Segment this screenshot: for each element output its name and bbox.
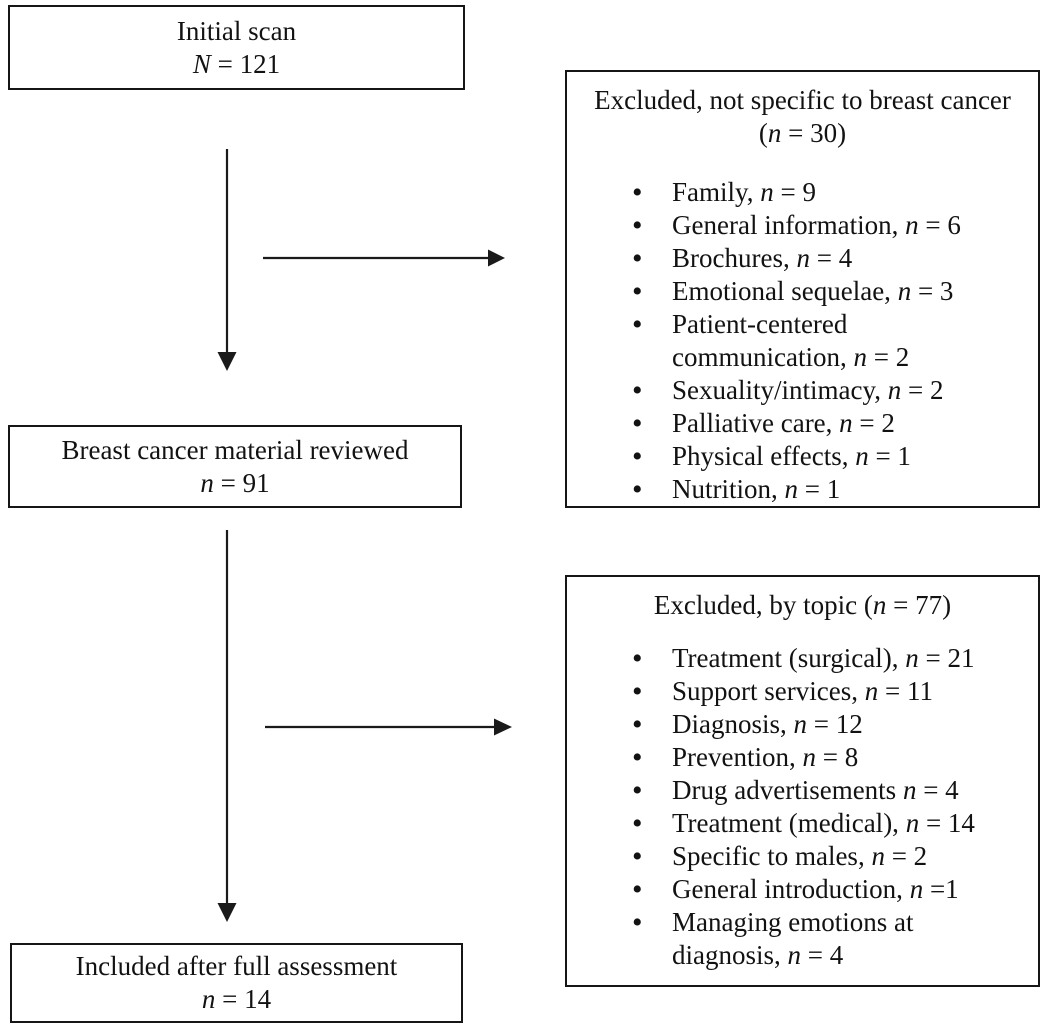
included-after-assessment-box: Included after full assessment n = 14 — [10, 943, 463, 1023]
bullet-icon: • — [632, 807, 643, 840]
list-item: •Nutrition, n = 1 — [632, 473, 841, 506]
material-reviewed-box: Breast cancer material reviewed n = 91 — [8, 425, 462, 508]
bullet-icon: • — [632, 407, 643, 440]
list-item: •Sexuality/intimacy, n = 2 — [632, 374, 944, 407]
bullet-icon: • — [632, 176, 643, 209]
bullet-icon: • — [632, 642, 643, 675]
count-value: = 14 — [215, 984, 272, 1014]
arrow-initial-to-reviewed — [217, 149, 237, 371]
exclusion-box-title: Excluded, by topic (n = 77) — [577, 589, 1028, 622]
list-item: •General information, n = 6 — [632, 209, 961, 242]
bullet-icon: • — [632, 774, 643, 807]
count-variable: n — [200, 467, 214, 498]
list-item: •Patient-centered communication, n = 2 — [632, 308, 910, 372]
list-item: •Managing emotions at diagnosis, n = 4 — [632, 906, 914, 970]
exclusion-list: •Family, n = 9 •General information, n =… — [632, 176, 1028, 506]
list-item: •Emotional sequelae, n = 3 — [632, 275, 954, 308]
list-item: •Palliative care, n = 2 — [632, 407, 895, 440]
list-item: •General introduction, n =1 — [632, 873, 959, 906]
box-title: Initial scan — [176, 15, 297, 46]
list-item: •Family, n = 9 — [632, 176, 816, 209]
excluded-not-specific-box: Excluded, not specific to breast cancer … — [565, 70, 1040, 508]
excluded-by-topic-box: Excluded, by topic (n = 77) •Treatment (… — [565, 575, 1040, 987]
title-line-2: (n = 30) — [758, 118, 847, 148]
list-item: •Support services, n = 11 — [632, 675, 933, 708]
bullet-icon: • — [632, 873, 643, 906]
count-value: = 91 — [213, 467, 270, 498]
bullet-icon: • — [632, 242, 643, 275]
bullet-icon: • — [632, 708, 643, 741]
list-item: •Physical effects, n = 1 — [632, 440, 911, 473]
arrow-to-excluded-by-topic — [265, 718, 512, 736]
initial-scan-box: Initial scan N = 121 — [8, 5, 465, 90]
bullet-icon: • — [632, 840, 643, 873]
list-item: •Treatment (medical), n = 14 — [632, 807, 975, 840]
list-item: •Diagnosis, n = 12 — [632, 708, 863, 741]
arrow-to-excluded-not-specific — [263, 249, 505, 267]
bullet-icon: • — [632, 440, 643, 473]
exclusion-list: •Treatment (surgical), n = 21 •Support s… — [632, 642, 1028, 972]
list-item: •Drug advertisements n = 4 — [632, 774, 959, 807]
bullet-icon: • — [632, 308, 643, 341]
box-title: Breast cancer material reviewed — [61, 434, 409, 465]
bullet-icon: • — [632, 741, 643, 774]
count-variable: n — [201, 984, 216, 1014]
box-count: n = 14 — [202, 983, 271, 1016]
list-item: •Specific to males, n = 2 — [632, 840, 928, 873]
bullet-icon: • — [632, 209, 643, 242]
arrow-reviewed-to-included — [217, 530, 237, 922]
bullet-icon: • — [632, 675, 643, 708]
bullet-icon: • — [632, 473, 643, 506]
title-line-1: Excluded, not specific to breast cancer — [594, 85, 1011, 115]
exclusion-box-title: Excluded, not specific to breast cancer … — [577, 84, 1028, 150]
bullet-icon: • — [632, 906, 643, 939]
box-count: N = 121 — [193, 48, 280, 81]
count-variable: N — [192, 48, 211, 79]
list-item: •Brochures, n = 4 — [632, 242, 853, 275]
bullet-icon: • — [632, 374, 643, 407]
bullet-icon: • — [632, 275, 643, 308]
box-title: Included after full assessment — [75, 951, 398, 981]
title-line-1: Excluded, by topic (n = 77) — [653, 590, 952, 620]
count-value: = 121 — [210, 48, 281, 79]
list-item: •Prevention, n = 8 — [632, 741, 859, 774]
box-count: n = 91 — [200, 467, 269, 500]
list-item: •Treatment (surgical), n = 21 — [632, 642, 975, 675]
